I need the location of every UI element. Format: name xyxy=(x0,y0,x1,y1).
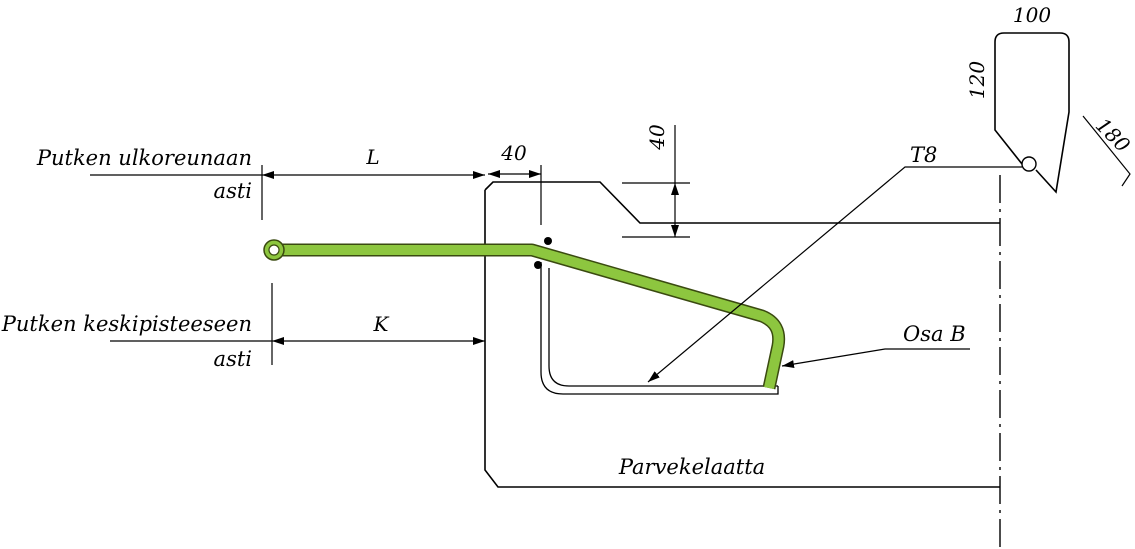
label-center-line2: asti xyxy=(214,347,252,371)
dim-label-L: L xyxy=(365,145,379,169)
pipe-osa-b-fill xyxy=(278,245,784,390)
pipe-end-hole xyxy=(268,244,280,256)
leader-osa-b xyxy=(781,348,970,368)
hook-dim-120: 120 xyxy=(965,61,989,99)
hook-dim-180: 180 xyxy=(1091,113,1135,157)
leader-T8 xyxy=(647,166,958,383)
label-center-line1: Putken keskipisteeseen xyxy=(1,312,252,336)
label-slab: Parvekelaatta xyxy=(618,455,765,479)
pipe-osa-b xyxy=(278,243,786,390)
dim-label-40-vertical: 40 xyxy=(645,124,669,151)
slab-outline xyxy=(484,181,1000,488)
hook-dim-180-line xyxy=(1082,115,1131,187)
rebar-T8-outer xyxy=(540,262,779,395)
dim-label-40-horizontal: 40 xyxy=(500,141,527,165)
rebar-T8-inner xyxy=(548,268,778,387)
bend-dot-bottom xyxy=(534,261,542,269)
dim-label-K: K xyxy=(373,312,390,336)
label-outer-edge-line1: Putken ulkoreunaan xyxy=(36,146,252,170)
bend-dot-top xyxy=(544,237,552,245)
label-part-b: Osa B xyxy=(903,322,966,346)
hook-detail-shape xyxy=(994,32,1070,194)
hook-dim-100: 100 xyxy=(1013,3,1051,27)
hook-detail-ring xyxy=(1021,156,1037,172)
label-rebar-T8: T8 xyxy=(910,143,937,167)
label-outer-edge-line2: asti xyxy=(214,179,252,203)
